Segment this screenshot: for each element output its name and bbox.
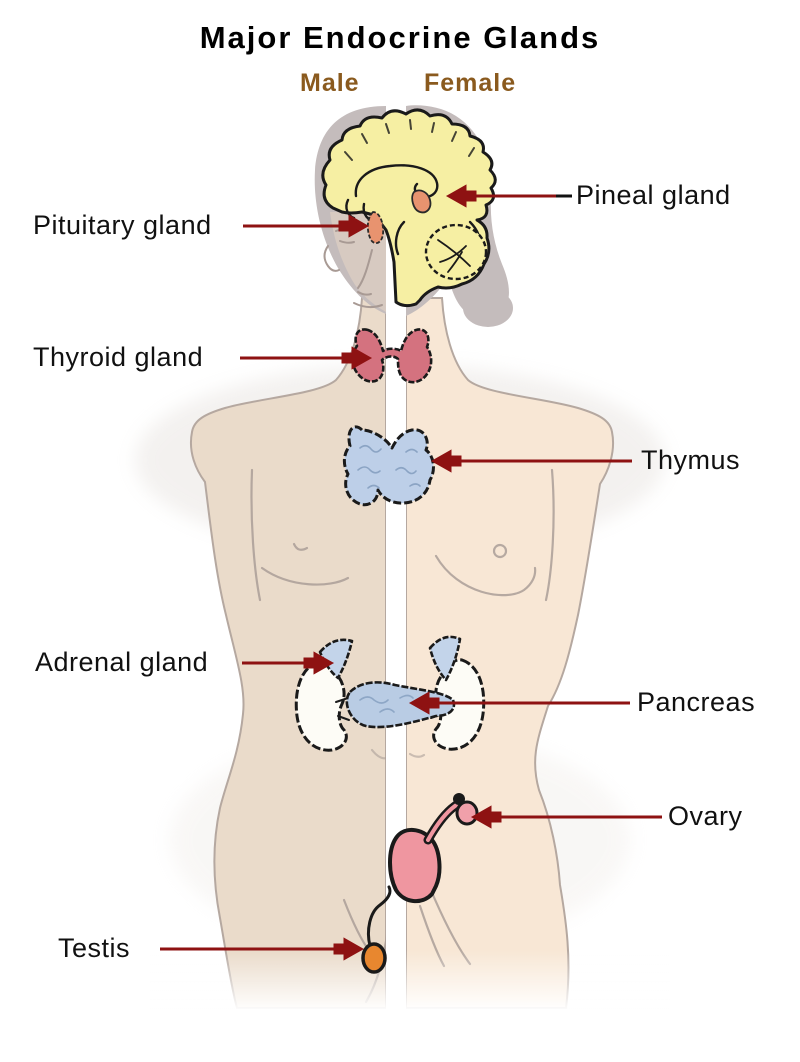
arrow-testis bbox=[160, 937, 365, 961]
leader-arrows bbox=[160, 184, 662, 961]
label-ovary: Ovary bbox=[668, 801, 743, 831]
column-header-female: Female bbox=[424, 69, 517, 97]
arrow-pineal bbox=[445, 184, 572, 208]
hair-curl bbox=[463, 289, 513, 327]
arrow-thymus bbox=[430, 449, 632, 473]
label-adrenal-gland: Adrenal gland bbox=[35, 647, 209, 677]
kidney-shapes bbox=[294, 658, 486, 752]
leg-fade bbox=[150, 950, 670, 1012]
testis-shape bbox=[361, 885, 392, 974]
female-body-half bbox=[405, 297, 614, 1009]
label-pancreas: Pancreas bbox=[637, 687, 756, 717]
arrow-pancreas bbox=[408, 691, 630, 715]
thyroid-gland-shape bbox=[351, 328, 433, 384]
ovary-uterus-shape bbox=[388, 793, 479, 903]
cerebellum bbox=[424, 223, 488, 281]
pineal-gland-shape bbox=[411, 189, 432, 214]
page-title: Major Endocrine Glands bbox=[199, 20, 601, 55]
thymus-shape bbox=[342, 425, 435, 507]
pituitary-gland-shape bbox=[366, 211, 385, 245]
midline-divider bbox=[386, 104, 406, 1010]
male-body-half bbox=[190, 297, 387, 1009]
label-thymus: Thymus bbox=[641, 445, 741, 475]
arrow-pituitary bbox=[243, 214, 370, 238]
arrow-thyroid bbox=[240, 346, 373, 370]
label-thyroid-gland: Thyroid gland bbox=[33, 342, 204, 372]
ovary-shape bbox=[455, 800, 479, 826]
label-pineal-gland: Pineal gland bbox=[576, 180, 731, 210]
label-testis: Testis bbox=[58, 933, 131, 963]
gyri-ticks bbox=[344, 119, 475, 161]
column-header-male: Male bbox=[300, 69, 360, 97]
brain-illustration bbox=[321, 108, 497, 308]
arrow-adrenal bbox=[242, 651, 335, 675]
arrow-ovary bbox=[470, 805, 662, 829]
adrenal-gland-shapes bbox=[318, 635, 462, 682]
label-pituitary-gland: Pituitary gland bbox=[33, 210, 212, 240]
